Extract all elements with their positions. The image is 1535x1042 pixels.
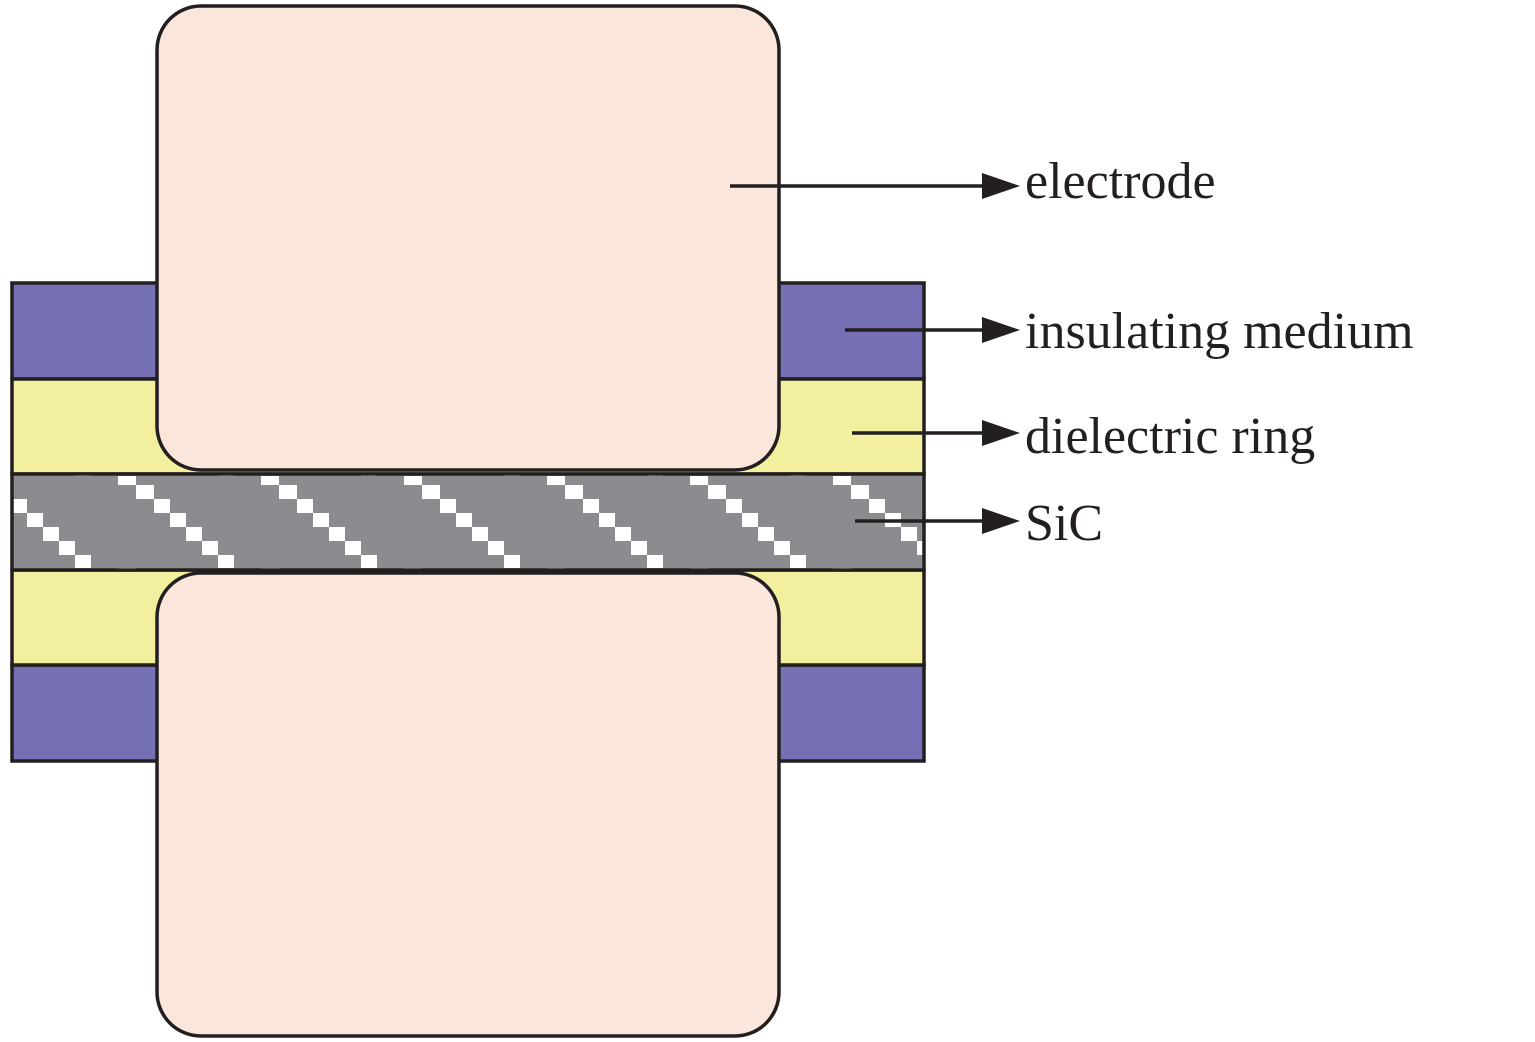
sic-layer bbox=[10, 472, 926, 572]
insulating-medium-top-left bbox=[10, 281, 160, 381]
insulating-medium-arrow-icon bbox=[982, 317, 1020, 343]
dielectric-ring-arrow-icon bbox=[982, 420, 1020, 446]
electrodes bbox=[155, 4, 781, 1038]
sic-arrow-icon bbox=[982, 508, 1020, 534]
insulating-medium-leader bbox=[845, 317, 1020, 343]
label-dielectric-ring: dielectric ring bbox=[1025, 408, 1315, 465]
dielectric-ring-leader bbox=[852, 420, 1020, 446]
label-electrode: electrode bbox=[1025, 153, 1216, 210]
label-sic: SiC bbox=[1025, 495, 1103, 552]
label-insulating-medium: insulating medium bbox=[1025, 303, 1414, 360]
electrode-arrow-icon bbox=[982, 173, 1020, 199]
electrode-bottom bbox=[155, 571, 781, 1038]
insulating-medium-bottom-right bbox=[776, 663, 926, 763]
leader-lines bbox=[730, 173, 1020, 534]
labels: electrode insulating medium dielectric r… bbox=[1025, 153, 1414, 552]
insulating-medium-bottom-left bbox=[10, 663, 160, 763]
sic-leader bbox=[855, 508, 1020, 534]
electrode-top bbox=[155, 4, 781, 472]
electrode-leader bbox=[730, 173, 1020, 199]
